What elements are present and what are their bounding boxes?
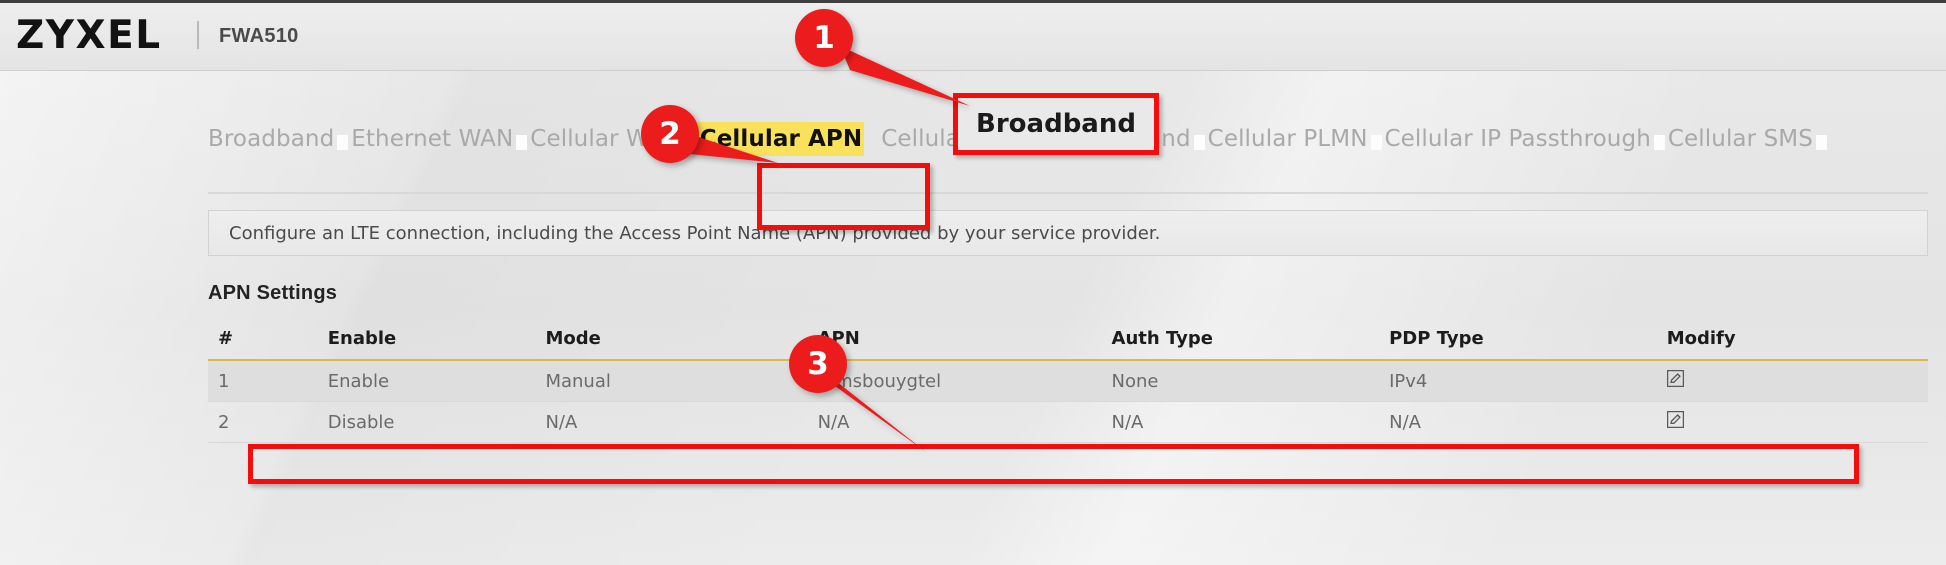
cell-modify [1666, 360, 1928, 402]
tab-cellular-ip-passthrough[interactable]: Cellular IP Passthrough [1385, 122, 1666, 156]
top-rule [0, 0, 1946, 3]
cell-auth-type: None [1111, 360, 1390, 402]
zyxel-logo: ZYXEL [16, 13, 162, 58]
apn-settings-table-wrap: # Enable Mode APN Auth Type PDP Type Mod… [208, 322, 1928, 443]
col-header-enable: Enable [327, 322, 546, 361]
edit-pencil-icon[interactable] [1666, 370, 1684, 387]
nav-tabs: Broadband Ethernet WAN Cellular WAN Cell… [208, 122, 1928, 170]
edit-pencil-icon[interactable] [1666, 411, 1684, 428]
callout-1-pointer [810, 18, 980, 108]
table-header-row: # Enable Mode APN Auth Type PDP Type Mod… [208, 322, 1928, 361]
cell-auth-type: N/A [1111, 401, 1390, 443]
col-header-mode: Mode [545, 322, 818, 361]
cell-pdp-type: N/A [1389, 401, 1667, 443]
col-header-index: # [208, 322, 328, 361]
apn-row-1-highlight [248, 444, 1859, 484]
callout-3-badge: 3 [789, 335, 847, 393]
broadband-annotation-box: Broadband [953, 93, 1159, 155]
cell-apn: mmsbouygtel [817, 360, 1112, 402]
col-header-modify: Modify [1666, 322, 1928, 361]
callout-2-badge: 2 [641, 105, 699, 163]
header-divider [197, 21, 199, 49]
cell-modify [1666, 401, 1928, 443]
cell-enable: Enable [327, 360, 546, 402]
cell-enable: Disable [327, 401, 546, 443]
col-header-auth-type: Auth Type [1111, 322, 1390, 361]
nav-tabs-row: Broadband Ethernet WAN Cellular WAN Cell… [208, 122, 1928, 170]
tab-ethernet-wan[interactable]: Ethernet WAN [351, 122, 528, 156]
cell-mode: N/A [545, 401, 818, 443]
tab-cellular-sms[interactable]: Cellular SMS [1668, 122, 1828, 156]
table-row[interactable]: 2 Disable N/A N/A N/A N/A [208, 401, 1928, 443]
tab-broadband[interactable]: Broadband [208, 122, 349, 156]
cellular-apn-tab-highlight [757, 163, 930, 230]
info-banner-text: Configure an LTE connection, including t… [229, 222, 1161, 244]
tabs-underline [208, 192, 1928, 194]
info-banner: Configure an LTE connection, including t… [208, 210, 1928, 256]
tab-cellular-plmn[interactable]: Cellular PLMN [1208, 122, 1382, 156]
table-row[interactable]: 1 Enable Manual mmsbouygtel None IPv4 [208, 360, 1928, 402]
cell-index: 1 [208, 360, 328, 402]
apn-settings-table: # Enable Mode APN Auth Type PDP Type Mod… [208, 322, 1928, 443]
cell-mode: Manual [545, 360, 818, 402]
app-header: ZYXEL FWA510 [0, 3, 1946, 71]
table-body: 1 Enable Manual mmsbouygtel None IPv4 [208, 360, 1928, 443]
cell-index: 2 [208, 401, 328, 443]
callout-2-pointer [650, 113, 790, 183]
cell-pdp-type: IPv4 [1389, 360, 1667, 402]
table-header: # Enable Mode APN Auth Type PDP Type Mod… [208, 322, 1928, 361]
col-header-pdp-type: PDP Type [1389, 322, 1667, 361]
callout-1-badge: 1 [795, 9, 853, 67]
tab-cellular-apn[interactable]: Cellular APN [697, 122, 865, 156]
device-model-label: FWA510 [219, 25, 299, 47]
broadband-annotation-label: Broadband [976, 109, 1136, 139]
page-title: APN Settings [208, 282, 338, 304]
